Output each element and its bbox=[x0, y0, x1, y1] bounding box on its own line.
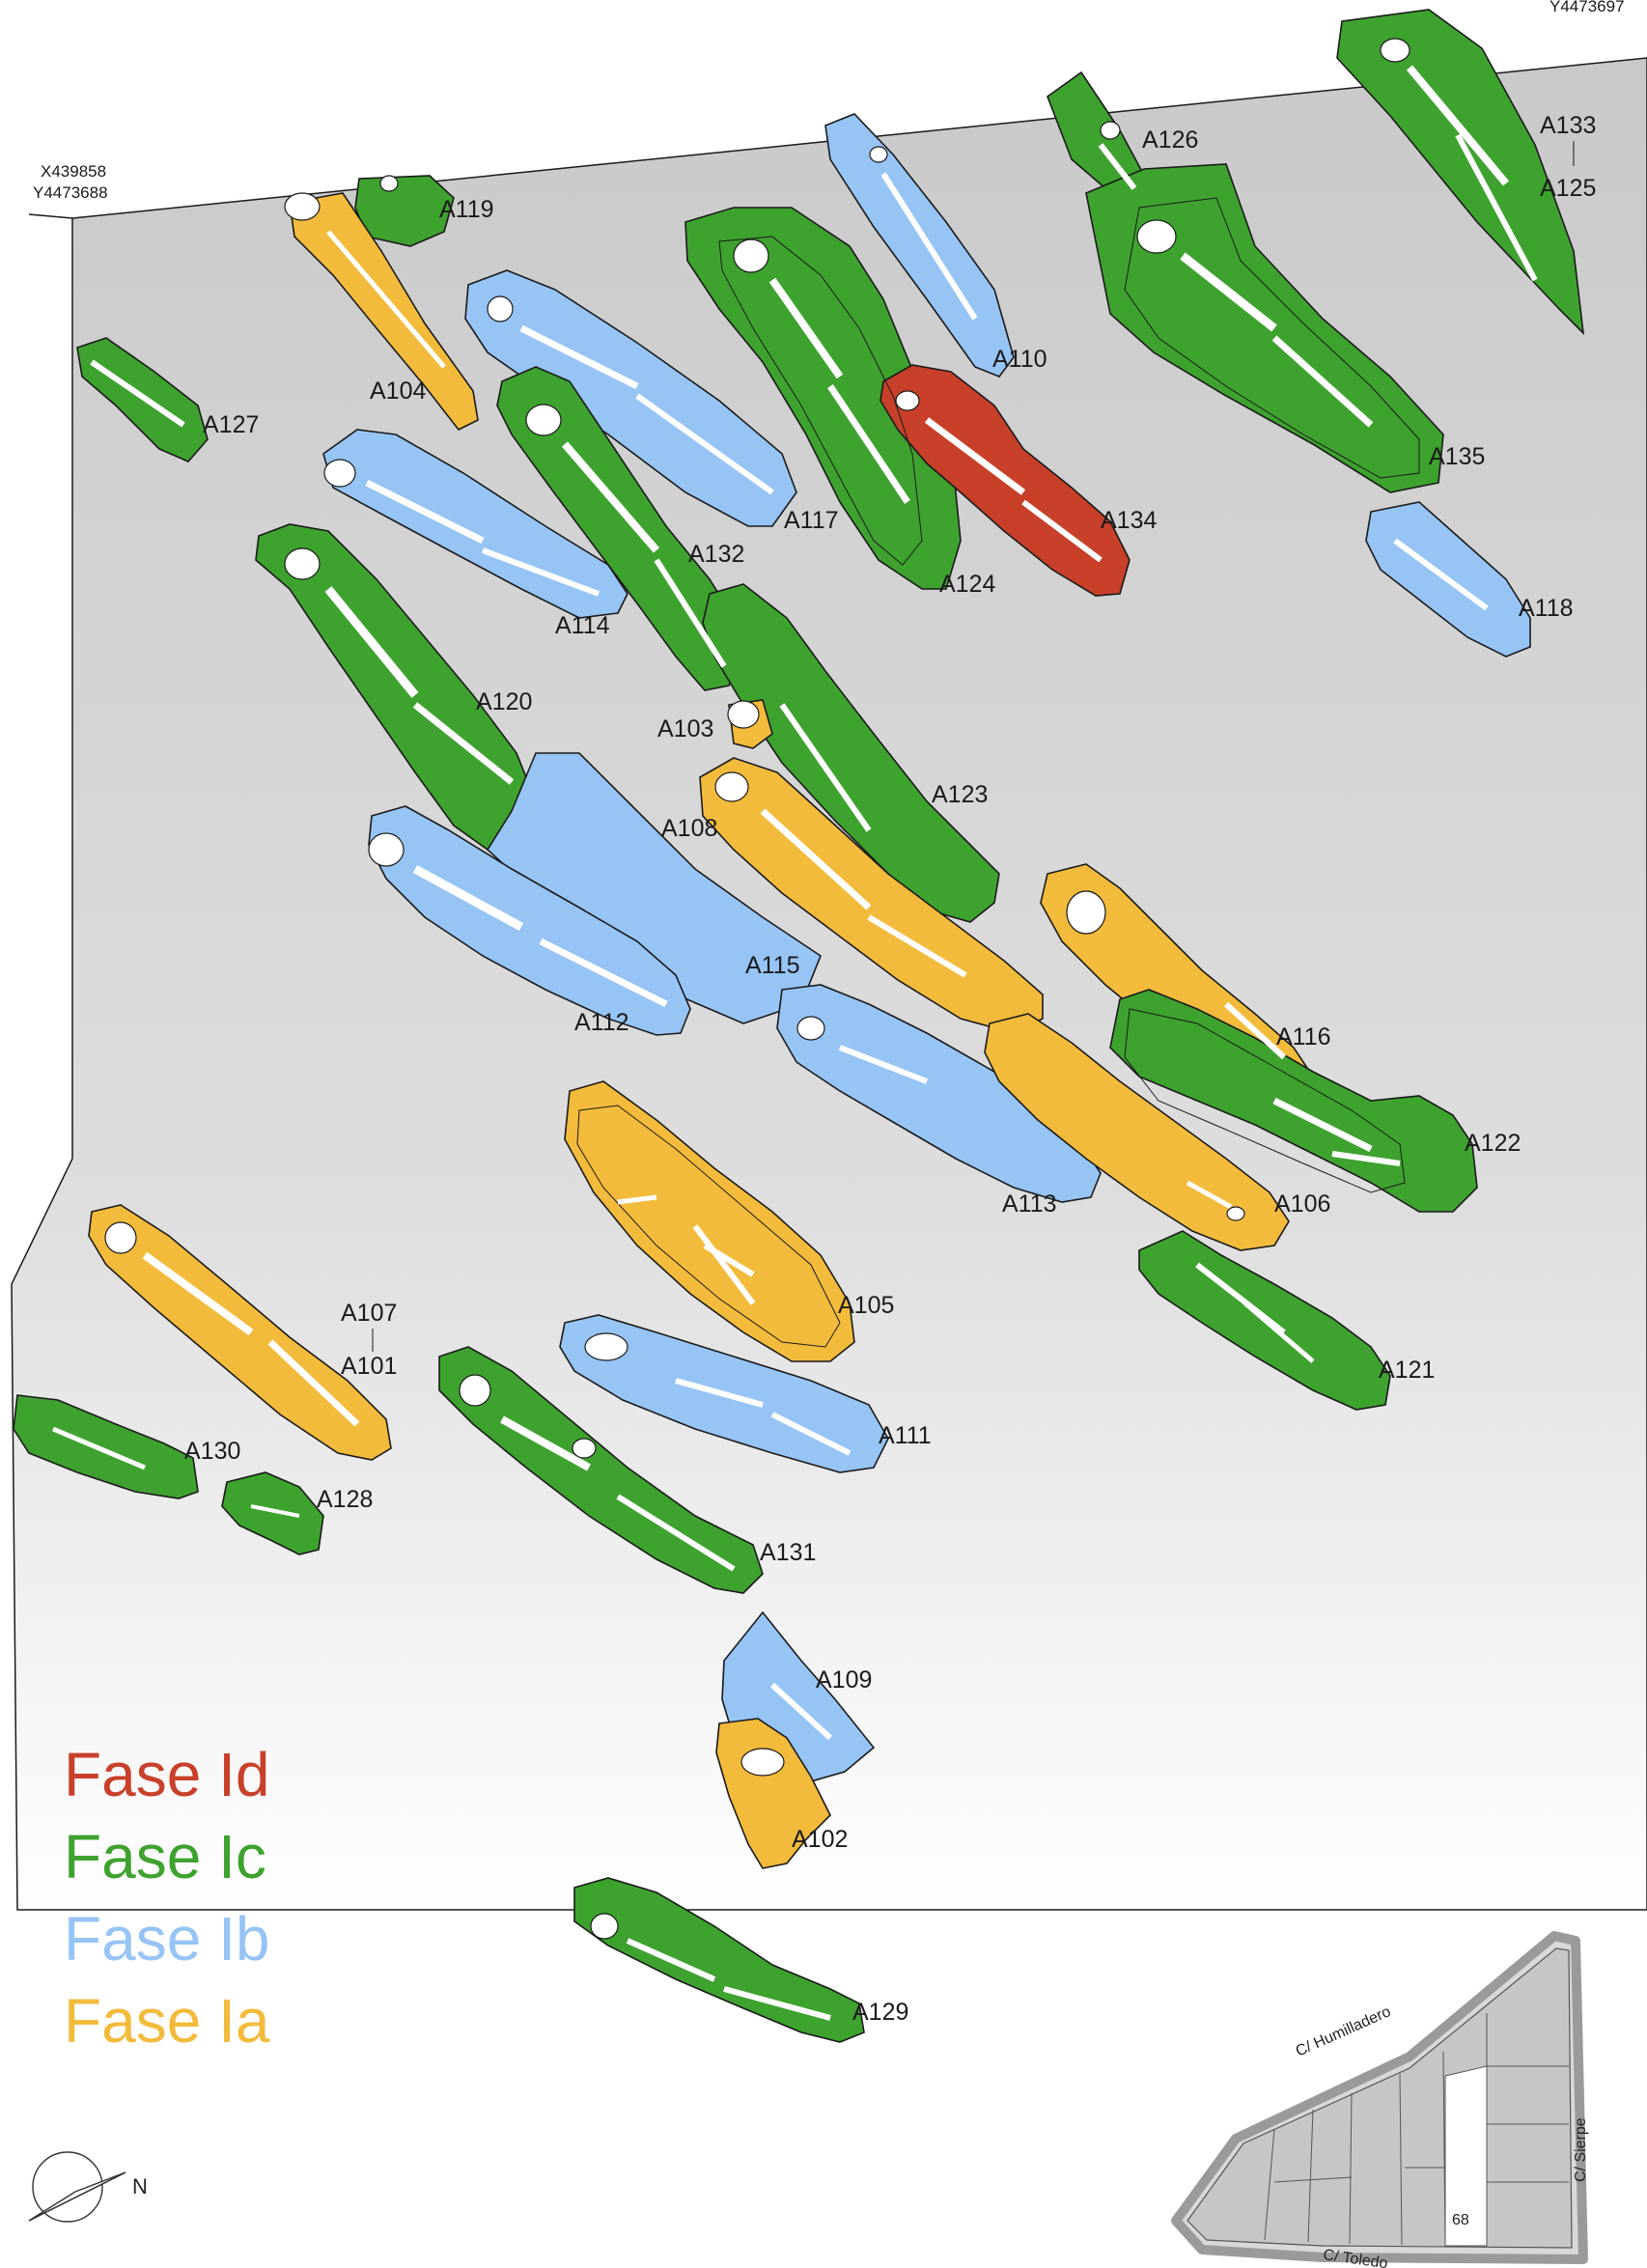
label-a130: A130 bbox=[184, 1438, 240, 1465]
label-a127: A127 bbox=[203, 411, 259, 438]
label-a103: A103 bbox=[657, 715, 713, 742]
label-a118: A118 bbox=[1519, 595, 1574, 622]
coord-ne-y: Y4473697 bbox=[1549, 0, 1625, 15]
label-a108: A108 bbox=[661, 815, 717, 842]
grave-a132 bbox=[496, 366, 744, 691]
skeletal-remains bbox=[52, 38, 1538, 2021]
grave-a110 bbox=[824, 113, 1015, 378]
legend-fase-ia: Fase Ia bbox=[64, 1986, 270, 2056]
label-a114: A114 bbox=[555, 612, 610, 639]
grave-a124 bbox=[684, 207, 962, 590]
label-a123: A123 bbox=[932, 781, 988, 808]
north-label: N bbox=[132, 2174, 148, 2198]
label-a129: A129 bbox=[852, 1999, 908, 2026]
label-a125: A125 bbox=[1540, 175, 1596, 202]
label-a135: A135 bbox=[1429, 443, 1485, 470]
plot-68 bbox=[1444, 2065, 1488, 2247]
label-a124: A124 bbox=[939, 571, 995, 598]
grave-a119 bbox=[354, 175, 455, 247]
label-a121: A121 bbox=[1379, 1357, 1435, 1384]
label-a105: A105 bbox=[838, 1292, 894, 1319]
label-a113: A113 bbox=[1002, 1190, 1057, 1218]
grave-a122 bbox=[1109, 989, 1478, 1213]
street-sierpe: C/ Sierpe bbox=[1573, 2117, 1589, 2182]
coord-nw-x: X439858 bbox=[41, 162, 106, 181]
grave-a123 bbox=[702, 583, 1000, 923]
label-a133: A133 bbox=[1540, 112, 1596, 139]
label-a110: A110 bbox=[992, 346, 1047, 373]
label-a122: A122 bbox=[1465, 1130, 1521, 1157]
coord-nw-y: Y4473688 bbox=[33, 183, 108, 202]
label-a134: A134 bbox=[1101, 507, 1157, 534]
north-arrow-icon bbox=[28, 2151, 126, 2223]
grave-a128 bbox=[221, 1471, 324, 1555]
grave-a106 bbox=[984, 1013, 1290, 1251]
label-a101: A101 bbox=[341, 1353, 397, 1380]
label-a116: A116 bbox=[1276, 1023, 1331, 1050]
grave-a131 bbox=[438, 1346, 764, 1594]
phase-legend: Fase Id Fase Ic Fase Ib Fase Ia bbox=[64, 1734, 269, 2062]
label-a120: A120 bbox=[476, 688, 532, 715]
burial-labels: A133 A125 A126 A135 A110 A119 A104 A127 … bbox=[184, 112, 1596, 2026]
label-a107: A107 bbox=[341, 1300, 397, 1327]
plot-number: 68 bbox=[1452, 2212, 1469, 2228]
label-a109: A109 bbox=[816, 1666, 872, 1694]
grave-a130 bbox=[13, 1394, 199, 1499]
legend-fase-ib: Fase Ib bbox=[64, 1904, 270, 1974]
location-inset-map: 68 C/ Humilladero C/ Sierpe C/ Toledo bbox=[1171, 1931, 1589, 2268]
grave-a104 bbox=[289, 192, 479, 432]
label-a104: A104 bbox=[370, 378, 426, 405]
label-a102: A102 bbox=[792, 1826, 848, 1853]
label-a128: A128 bbox=[317, 1486, 373, 1513]
grave-a114 bbox=[322, 429, 628, 619]
grave-a108 bbox=[699, 757, 1044, 1034]
grave-a129 bbox=[573, 1877, 865, 2043]
label-a115: A115 bbox=[745, 952, 800, 979]
grave-a117 bbox=[464, 269, 797, 527]
label-a126: A126 bbox=[1142, 126, 1198, 154]
street-humilladero: C/ Humilladero bbox=[1294, 2003, 1394, 2060]
grave-a115 bbox=[486, 752, 822, 1024]
label-a117: A117 bbox=[784, 507, 839, 534]
label-a111: A111 bbox=[879, 1422, 932, 1449]
label-a112: A112 bbox=[574, 1009, 629, 1036]
legend-fase-id: Fase Id bbox=[64, 1740, 270, 1809]
grave-a113 bbox=[776, 984, 1102, 1203]
label-a132: A132 bbox=[688, 541, 744, 568]
legend-fase-ic: Fase Ic bbox=[64, 1822, 266, 1891]
label-a131: A131 bbox=[760, 1539, 816, 1566]
grave-a105 bbox=[564, 1080, 855, 1362]
label-a119: A119 bbox=[439, 196, 494, 223]
label-a106: A106 bbox=[1274, 1190, 1330, 1218]
inner-outlines bbox=[576, 197, 1420, 1348]
